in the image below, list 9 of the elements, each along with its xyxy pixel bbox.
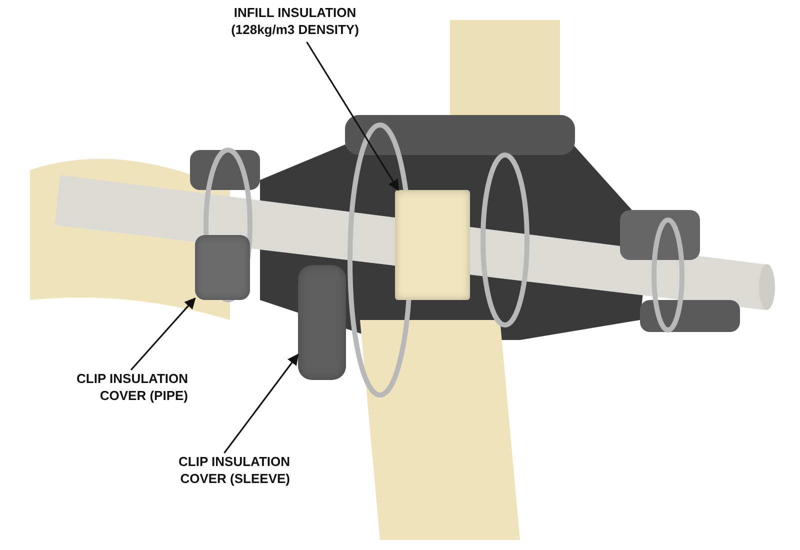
leader-line [224, 354, 299, 454]
sleeve-clip-cover [298, 265, 346, 380]
pipe-clip-cover [195, 235, 250, 300]
infill-insulation-block [395, 190, 470, 300]
callout-label: CLIP INSULATION COVER (PIPE) [40, 370, 188, 408]
leader-line [130, 297, 196, 371]
callout-label: CLIP INSULATION COVER (SLEEVE) [130, 453, 290, 491]
leader-line [306, 42, 400, 191]
callout-label: INFILL INSULATION (128kg/m3 DENSITY) [215, 4, 375, 42]
